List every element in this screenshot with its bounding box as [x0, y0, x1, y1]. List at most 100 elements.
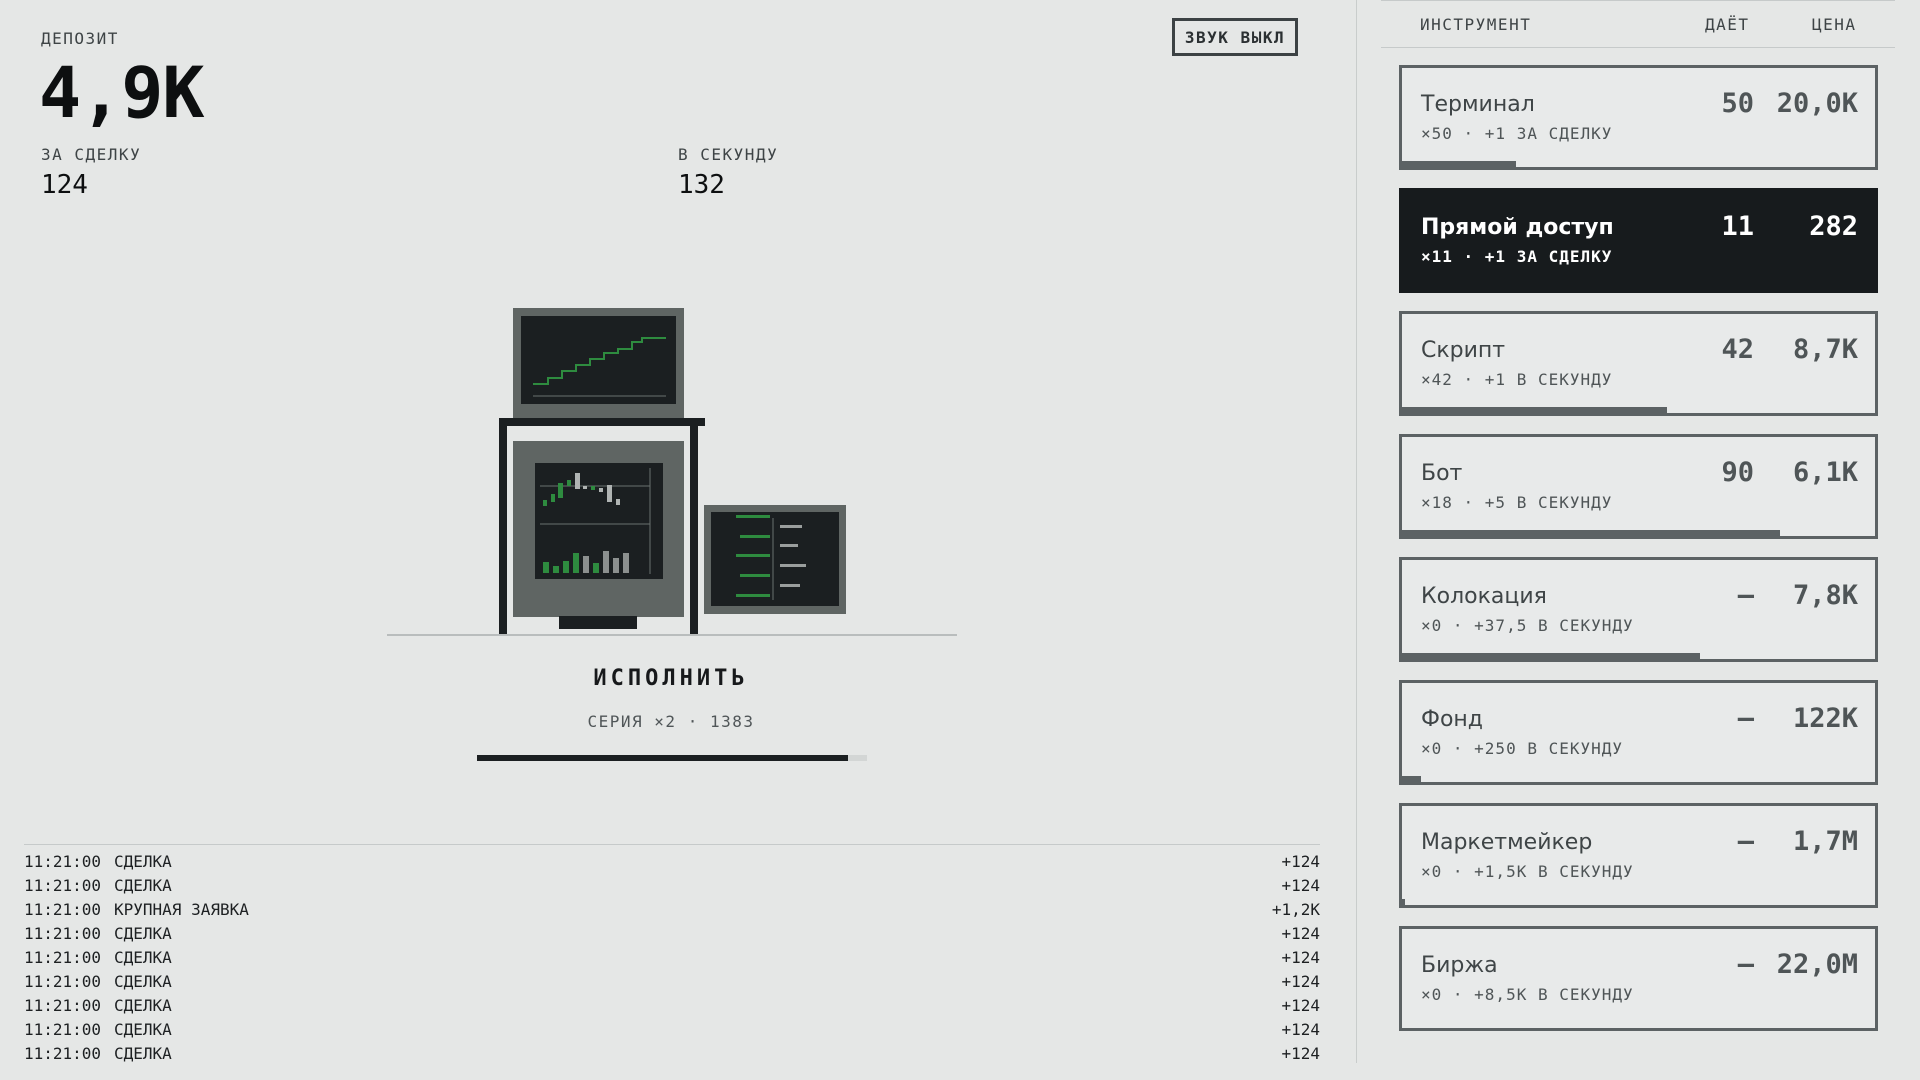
execute-button[interactable]: ИСПОЛНИТЬ [593, 666, 749, 691]
log-row: 11:21:00 СДЕЛКА +124 [24, 873, 1320, 897]
per-trade-value: 124 [41, 170, 88, 200]
log-value: +1,2К [1271, 899, 1320, 919]
shop-item-gives: — [1737, 580, 1754, 611]
log-time: 11:21:00 [24, 899, 102, 919]
shop-item-name: Бот [1421, 461, 1463, 486]
log-value: +124 [1281, 971, 1320, 991]
deposit-label: ДЕПОЗИТ [41, 29, 119, 48]
shop-item-subtitle: ×50 · +1 ЗА СДЕЛКУ [1421, 124, 1613, 143]
trading-workstation-illustration[interactable] [380, 300, 960, 640]
log-time: 11:21:00 [24, 971, 102, 991]
log-time: 11:21:00 [24, 1043, 102, 1063]
log-text: СДЕЛКА [114, 1019, 172, 1039]
shop-item-price: 282 [1809, 211, 1858, 242]
shop-header: ИНСТРУМЕНТ ДАЁТ ЦЕНА [1381, 0, 1895, 48]
shop-item[interactable]: Прямой доступ ×11 · +1 ЗА СДЕЛКУ 11 282 [1399, 188, 1878, 293]
per-second-label: В СЕКУНДУ [678, 145, 779, 164]
log-value: +124 [1281, 851, 1320, 871]
shop-item-progress-bar [1402, 653, 1700, 659]
header-instrument: ИНСТРУМЕНТ [1420, 15, 1532, 34]
log-row: 11:21:00 СДЕЛКА +124 [24, 921, 1320, 945]
shop-item-subtitle: ×0 · +1,5К В СЕКУНДУ [1421, 862, 1634, 881]
log-text: СДЕЛКА [114, 875, 172, 895]
shop-item-gives: 42 [1721, 334, 1754, 365]
shop-item-progress-bar [1402, 776, 1421, 782]
shop-item-name: Терминал [1421, 92, 1535, 117]
log-value: +124 [1281, 1019, 1320, 1039]
log-value: +124 [1281, 995, 1320, 1015]
shop-item-subtitle: ×42 · +1 В СЕКУНДУ [1421, 370, 1613, 389]
log-value: +124 [1281, 875, 1320, 895]
per-trade-label: ЗА СДЕЛКУ [41, 145, 142, 164]
log-time: 11:21:00 [24, 851, 102, 871]
shop-item-gives: 50 [1721, 88, 1754, 119]
shop-item-subtitle: ×0 · +250 В СЕКУНДУ [1421, 739, 1624, 758]
sound-toggle-button[interactable]: ЗВУК ВЫКЛ [1172, 18, 1298, 56]
shop-item-name: Маркетмейкер [1421, 830, 1593, 855]
shop-item-name: Колокация [1421, 584, 1547, 609]
log-time: 11:21:00 [24, 947, 102, 967]
shop-item-gives: 11 [1721, 211, 1754, 242]
shop-item-name: Скрипт [1421, 338, 1506, 363]
shop-item[interactable]: Биржа ×0 · +8,5К В СЕКУНДУ — 22,0М [1399, 926, 1878, 1031]
shop-item-progress-bar [1402, 161, 1516, 167]
shop-item-gives: — [1737, 826, 1754, 857]
shop-item-gives: — [1737, 703, 1754, 734]
shop-item-name: Прямой доступ [1421, 215, 1614, 240]
combo-progress-bar [477, 755, 867, 761]
log-row: 11:21:00 КРУПНАЯ ЗАЯВКА +1,2К [24, 897, 1320, 921]
shop-item-price: 1,7М [1792, 826, 1858, 857]
log-row: 11:21:00 СДЕЛКА +124 [24, 945, 1320, 969]
shop-item-price: 6,1К [1792, 457, 1858, 488]
combo-label: СЕРИЯ ×2 · 1383 [587, 712, 755, 731]
shop-item[interactable]: Колокация ×0 · +37,5 В СЕКУНДУ — 7,8К [1399, 557, 1878, 662]
header-price: ЦЕНА [1812, 15, 1857, 34]
combo-progress-fill [477, 755, 848, 761]
shop-item-gives: — [1737, 949, 1754, 980]
shop-item-name: Фонд [1421, 707, 1483, 732]
shop-item-progress-bar [1402, 407, 1667, 413]
shop-item[interactable]: Бот ×18 · +5 В СЕКУНДУ 90 6,1К [1399, 434, 1878, 539]
log-row: 11:21:00 СДЕЛКА +124 [24, 993, 1320, 1017]
log-row: 11:21:00 СДЕЛКА +124 [24, 1017, 1320, 1041]
shop-item-price: 8,7К [1792, 334, 1858, 365]
shop-item-subtitle: ×0 · +8,5К В СЕКУНДУ [1421, 985, 1634, 1004]
shop-item-price: 22,0М [1776, 949, 1858, 980]
shop-item-price: 122К [1792, 703, 1858, 734]
shop-item-price: 7,8К [1792, 580, 1858, 611]
side-monitor [704, 505, 846, 614]
shop-item-name: Биржа [1421, 953, 1498, 978]
deposit-value: 4,9К [39, 52, 205, 134]
log-time: 11:21:00 [24, 995, 102, 1015]
panel-divider [1356, 0, 1357, 1063]
per-second-value: 132 [678, 170, 725, 200]
log-text: СДЕЛКА [114, 947, 172, 967]
log-text: СДЕЛКА [114, 1043, 172, 1063]
shop-item-subtitle: ×18 · +5 В СЕКУНДУ [1421, 493, 1613, 512]
log-time: 11:21:00 [24, 875, 102, 895]
shop-item[interactable]: Скрипт ×42 · +1 В СЕКУНДУ 42 8,7К [1399, 311, 1878, 416]
log-value: +124 [1281, 947, 1320, 967]
log-text: СДЕЛКА [114, 995, 172, 1015]
header-gives: ДАЁТ [1705, 15, 1750, 34]
log-value: +124 [1281, 923, 1320, 943]
shop-item[interactable]: Маркетмейкер ×0 · +1,5К В СЕКУНДУ — 1,7М [1399, 803, 1878, 908]
shop-item-gives: 90 [1721, 457, 1754, 488]
log-text: СДЕЛКА [114, 851, 172, 871]
shop-item-progress-bar [1402, 530, 1781, 536]
shop-item[interactable]: Фонд ×0 · +250 В СЕКУНДУ — 122К [1399, 680, 1878, 785]
log-text: СДЕЛКА [114, 923, 172, 943]
top-monitor [513, 308, 684, 418]
shop-item-progress-bar [1402, 899, 1405, 905]
log-row: 11:21:00 СДЕЛКА +124 [24, 969, 1320, 993]
log-text: СДЕЛКА [114, 971, 172, 991]
log-row: 11:21:00 СДЕЛКА +124 [24, 849, 1320, 873]
shop-item-subtitle: ×11 · +1 ЗА СДЕЛКУ [1421, 247, 1613, 266]
log-time: 11:21:00 [24, 923, 102, 943]
log-text: КРУПНАЯ ЗАЯВКА [114, 899, 249, 919]
shop-item-subtitle: ×0 · +37,5 В СЕКУНДУ [1421, 616, 1634, 635]
log-time: 11:21:00 [24, 1019, 102, 1039]
